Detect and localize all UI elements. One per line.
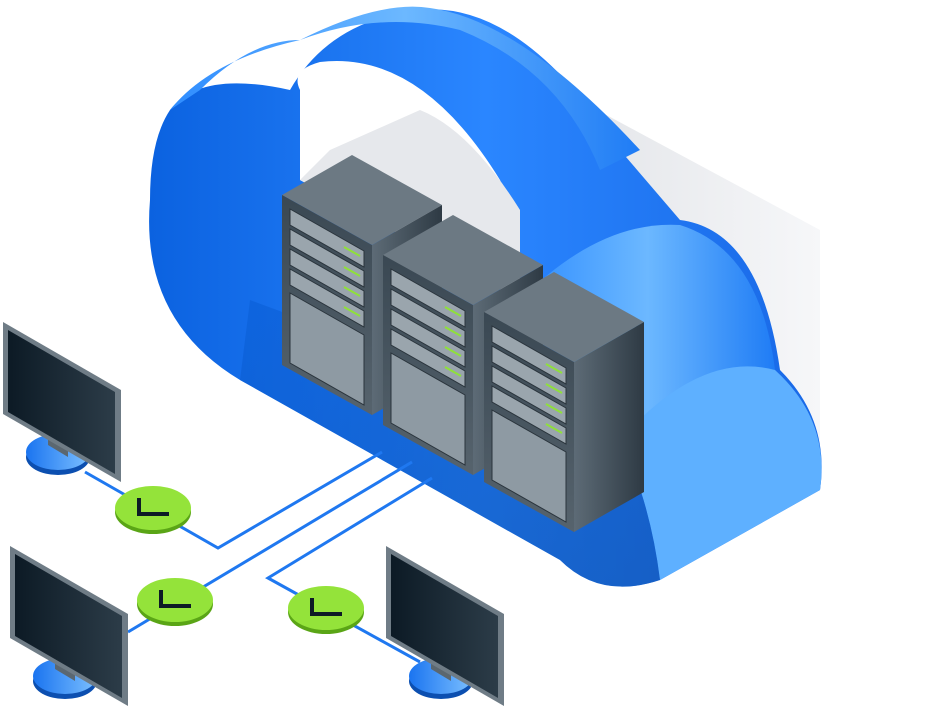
monitor-1 bbox=[3, 322, 121, 482]
server-rack-3 bbox=[483, 271, 645, 533]
monitor-3 bbox=[386, 546, 504, 706]
connector-badge-2 bbox=[135, 576, 215, 628]
connector-badge-1 bbox=[113, 484, 193, 536]
network-lines bbox=[84, 450, 433, 664]
monitor-2 bbox=[10, 546, 128, 706]
connector-badge-3 bbox=[286, 584, 366, 636]
